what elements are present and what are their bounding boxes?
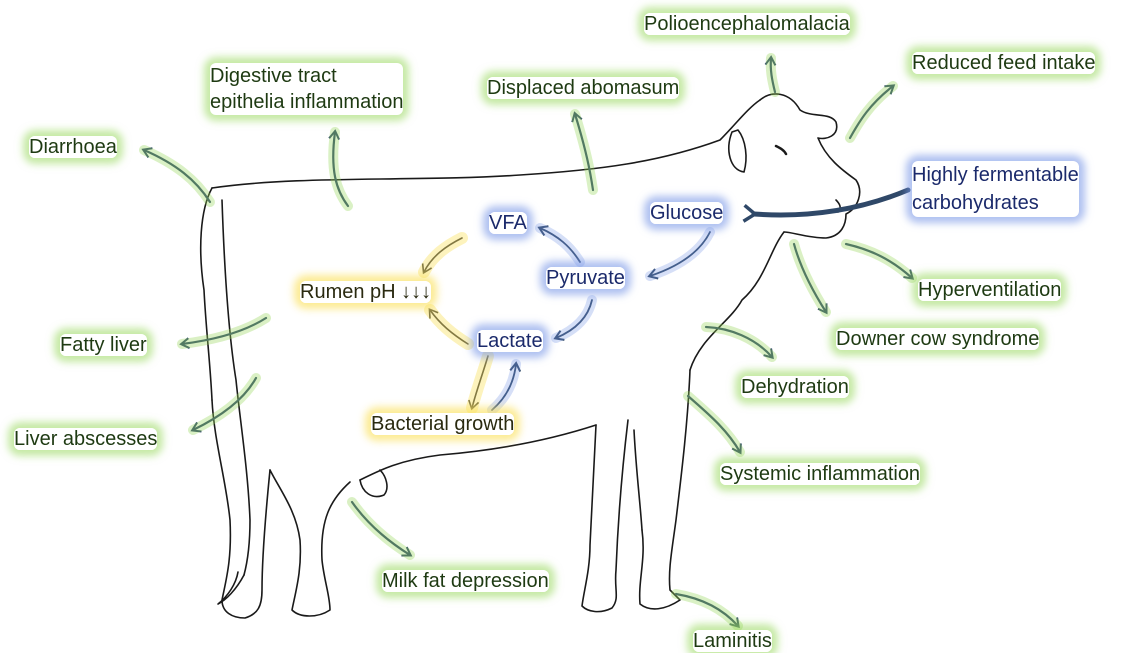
digestive-tract-line1: Digestive tract [210, 65, 337, 87]
displaced-abomasum-label: Displaced abomasum [487, 76, 679, 100]
lactate-label: Lactate [477, 329, 543, 353]
laminitis-label: Laminitis [693, 629, 772, 653]
metabolic-arrows [492, 228, 710, 410]
pyruvate-label: Pyruvate [546, 266, 625, 290]
metabolic-arrow-glow [492, 228, 710, 410]
hyperventilation-label: Hyperventilation [918, 278, 1061, 302]
downer-cow-syndrome-label: Downer cow syndrome [836, 327, 1039, 351]
cow-outline [201, 94, 860, 618]
milk-fat-depression-label: Milk fat depression [382, 569, 549, 593]
input-carbohydrates-label: Highly fermentable carbohydrates [912, 161, 1079, 217]
input-label-line2: carbohydrates [912, 192, 1039, 214]
polioencephalomalacia-label: Polioencephalomalacia [644, 12, 850, 36]
dehydration-label: Dehydration [741, 375, 849, 399]
liver-abscesses-label: Liver abscesses [14, 427, 157, 451]
arrow-carbohydrates-to-glucose [754, 190, 908, 215]
bacterial-growth-label: Bacterial growth [371, 412, 514, 436]
rumen-ph-label: Rumen pH ↓↓↓ [300, 280, 431, 304]
vfa-label: VFA [489, 211, 527, 235]
fatty-liver-label: Fatty liver [60, 333, 147, 357]
digestive-tract-label: Digestive tract epithelia inflammation [210, 63, 403, 115]
input-label-line1: Highly fermentable [912, 164, 1079, 186]
reduced-feed-intake-label: Reduced feed intake [912, 51, 1095, 75]
digestive-tract-line2: epithelia inflammation [210, 91, 403, 113]
acid-arrow-glow [424, 238, 488, 408]
systemic-inflammation-label: Systemic inflammation [720, 462, 920, 486]
glucose-label: Glucose [650, 201, 723, 225]
diarrhoea-label: Diarrhoea [29, 135, 117, 159]
